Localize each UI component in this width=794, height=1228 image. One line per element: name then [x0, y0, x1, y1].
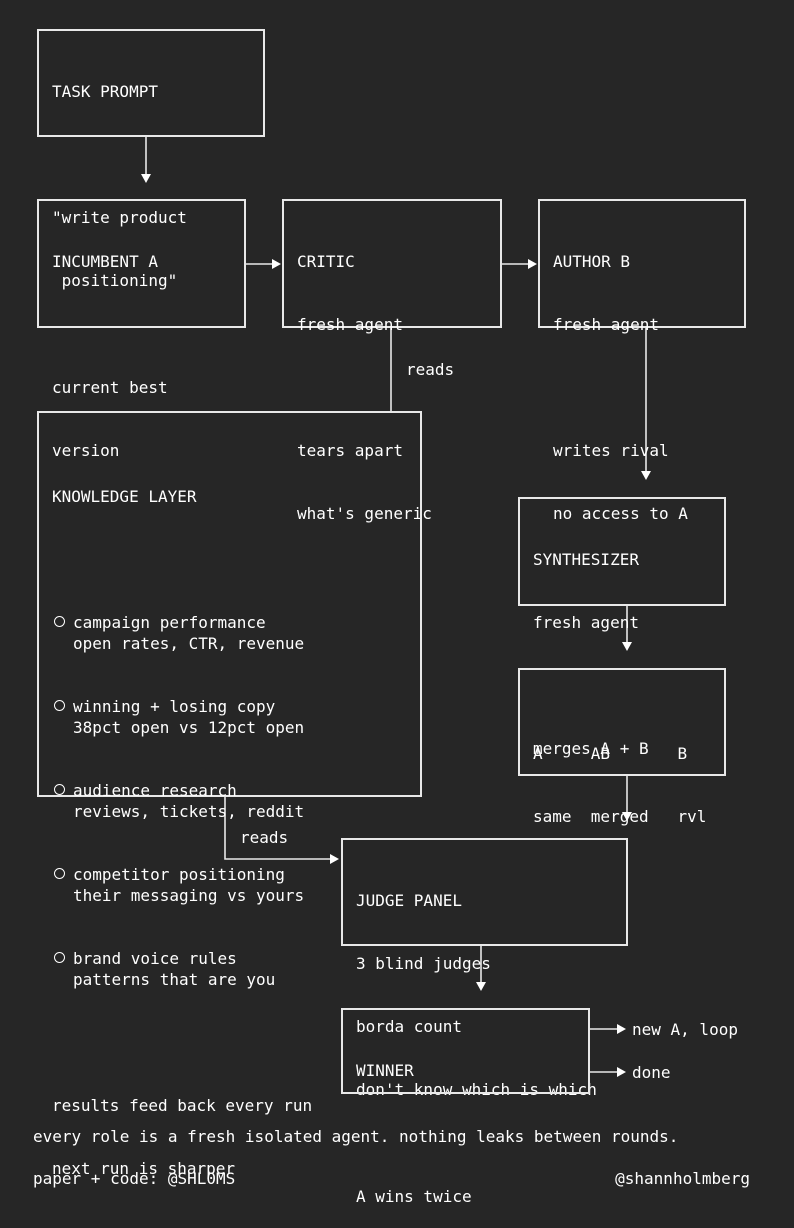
- author-subtitle: fresh agent: [553, 315, 659, 334]
- knowledge-item: winning + losing copy 38pct open vs 12pct…: [52, 696, 407, 738]
- judge-line-1: 3 blind judges: [356, 954, 491, 973]
- critic-subtitle: fresh agent: [297, 315, 403, 334]
- author-box: AUTHOR B fresh agent writes rival no acc…: [538, 199, 746, 523]
- judge-panel-box: JUDGE PANEL 3 blind judges borda count d…: [341, 838, 628, 1099]
- knowledge-item-head: winning + losing copy: [73, 697, 276, 716]
- bullet-circle-icon: [54, 700, 65, 711]
- winner-box: WINNER A wins twice: [341, 1008, 590, 1206]
- bullet-circle-icon: [54, 868, 65, 879]
- synth-line-1: merges A + B: [533, 739, 649, 758]
- incumbent-title: INCUMBENT A: [52, 252, 158, 271]
- critic-box: CRITIC fresh agent tears apart what's ge…: [282, 199, 502, 523]
- knowledge-item: brand voice rules patterns that are you: [52, 948, 407, 990]
- incumbent-box: INCUMBENT A current best version: [37, 199, 246, 460]
- knowledge-item-head: audience research: [73, 781, 237, 800]
- footer-note: every role is a fresh isolated agent. no…: [33, 1127, 679, 1146]
- outcome-done: done: [632, 1063, 671, 1082]
- judge-line-2: borda count: [356, 1017, 462, 1036]
- task-prompt-text-2: positioning": [52, 271, 178, 290]
- task-prompt-box: TASK PROMPT "write product positioning": [37, 29, 265, 290]
- knowledge-layer-box: KNOWLEDGE LAYER campaign performance open…: [37, 411, 422, 1178]
- knowledge-item-sub: open rates, CTR, revenue: [73, 634, 305, 653]
- bullet-circle-icon: [54, 616, 65, 627]
- arrowhead-synth: [641, 471, 651, 480]
- author-line-2: no access to A: [553, 504, 688, 523]
- knowledge-item-sub: reviews, tickets, reddit: [73, 802, 305, 821]
- knowledge-item-head: campaign performance: [73, 613, 266, 632]
- connector-knowledge-judge: [224, 797, 330, 860]
- arrowhead-options: [622, 642, 632, 651]
- critic-line-2: what's generic: [297, 504, 432, 523]
- arrowhead-winner: [476, 982, 486, 991]
- synthesizer-box: SYNTHESIZER fresh agent merges A + B: [518, 497, 726, 758]
- knowledge-item-head: brand voice rules: [73, 949, 237, 968]
- footer-credit-right: @shannholmberg: [615, 1169, 750, 1188]
- options-row-2: same merged rvl: [533, 807, 707, 826]
- incumbent-line-2: version: [52, 441, 120, 460]
- arrowhead-incumbent: [141, 174, 151, 183]
- knowledge-item: campaign performance open rates, CTR, rev…: [52, 612, 407, 654]
- author-line-1: writes rival: [553, 441, 669, 460]
- knowledge-footer-1: results feed back every run: [52, 1096, 313, 1115]
- arrowhead-done: [617, 1067, 626, 1077]
- knowledge-footer-2: next run is sharper: [52, 1159, 236, 1178]
- footer-credit-left: paper + code: @SHL0MS: [33, 1169, 236, 1188]
- task-prompt-title: TASK PROMPT: [52, 82, 158, 101]
- winner-title: WINNER: [356, 1061, 414, 1080]
- knowledge-item-sub: 38pct open vs 12pct open: [73, 718, 305, 737]
- bullet-circle-icon: [54, 952, 65, 963]
- synth-subtitle: fresh agent: [533, 613, 639, 632]
- arrowhead-judge-right: [622, 812, 632, 821]
- arrowhead-author: [528, 259, 537, 269]
- incumbent-line-1: current best: [52, 378, 168, 397]
- reads-label-critic: reads: [406, 360, 455, 379]
- bullet-circle-icon: [54, 784, 65, 795]
- judge-line-3: don't know which is which: [356, 1080, 597, 1099]
- options-row-1: A AB B: [533, 744, 688, 763]
- critic-line-1: tears apart: [297, 441, 403, 460]
- knowledge-item-head: competitor positioning: [73, 865, 285, 884]
- reads-label-knowledge: reads: [240, 828, 289, 847]
- knowledge-item: audience research reviews, tickets, reddi…: [52, 780, 407, 822]
- arrowhead-loop: [617, 1024, 626, 1034]
- knowledge-item-sub: patterns that are you: [73, 970, 276, 989]
- critic-title: CRITIC: [297, 252, 355, 271]
- arrowhead-critic: [272, 259, 281, 269]
- winner-line-1: A wins twice: [356, 1187, 472, 1206]
- author-title: AUTHOR B: [553, 252, 631, 271]
- outcome-loop: new A, loop: [632, 1020, 738, 1039]
- connector-lines: [141, 137, 651, 1077]
- options-box: A AB B same merged rvl: [518, 668, 726, 826]
- knowledge-item-sub: their messaging vs yours: [73, 886, 305, 905]
- synth-title: SYNTHESIZER: [533, 550, 639, 569]
- task-prompt-text: "write product: [52, 208, 187, 227]
- knowledge-item: competitor positioning their messaging vs…: [52, 864, 407, 906]
- knowledge-title: KNOWLEDGE LAYER: [52, 487, 197, 506]
- judge-title: JUDGE PANEL: [356, 891, 462, 910]
- arrowhead-judge-left: [330, 854, 339, 864]
